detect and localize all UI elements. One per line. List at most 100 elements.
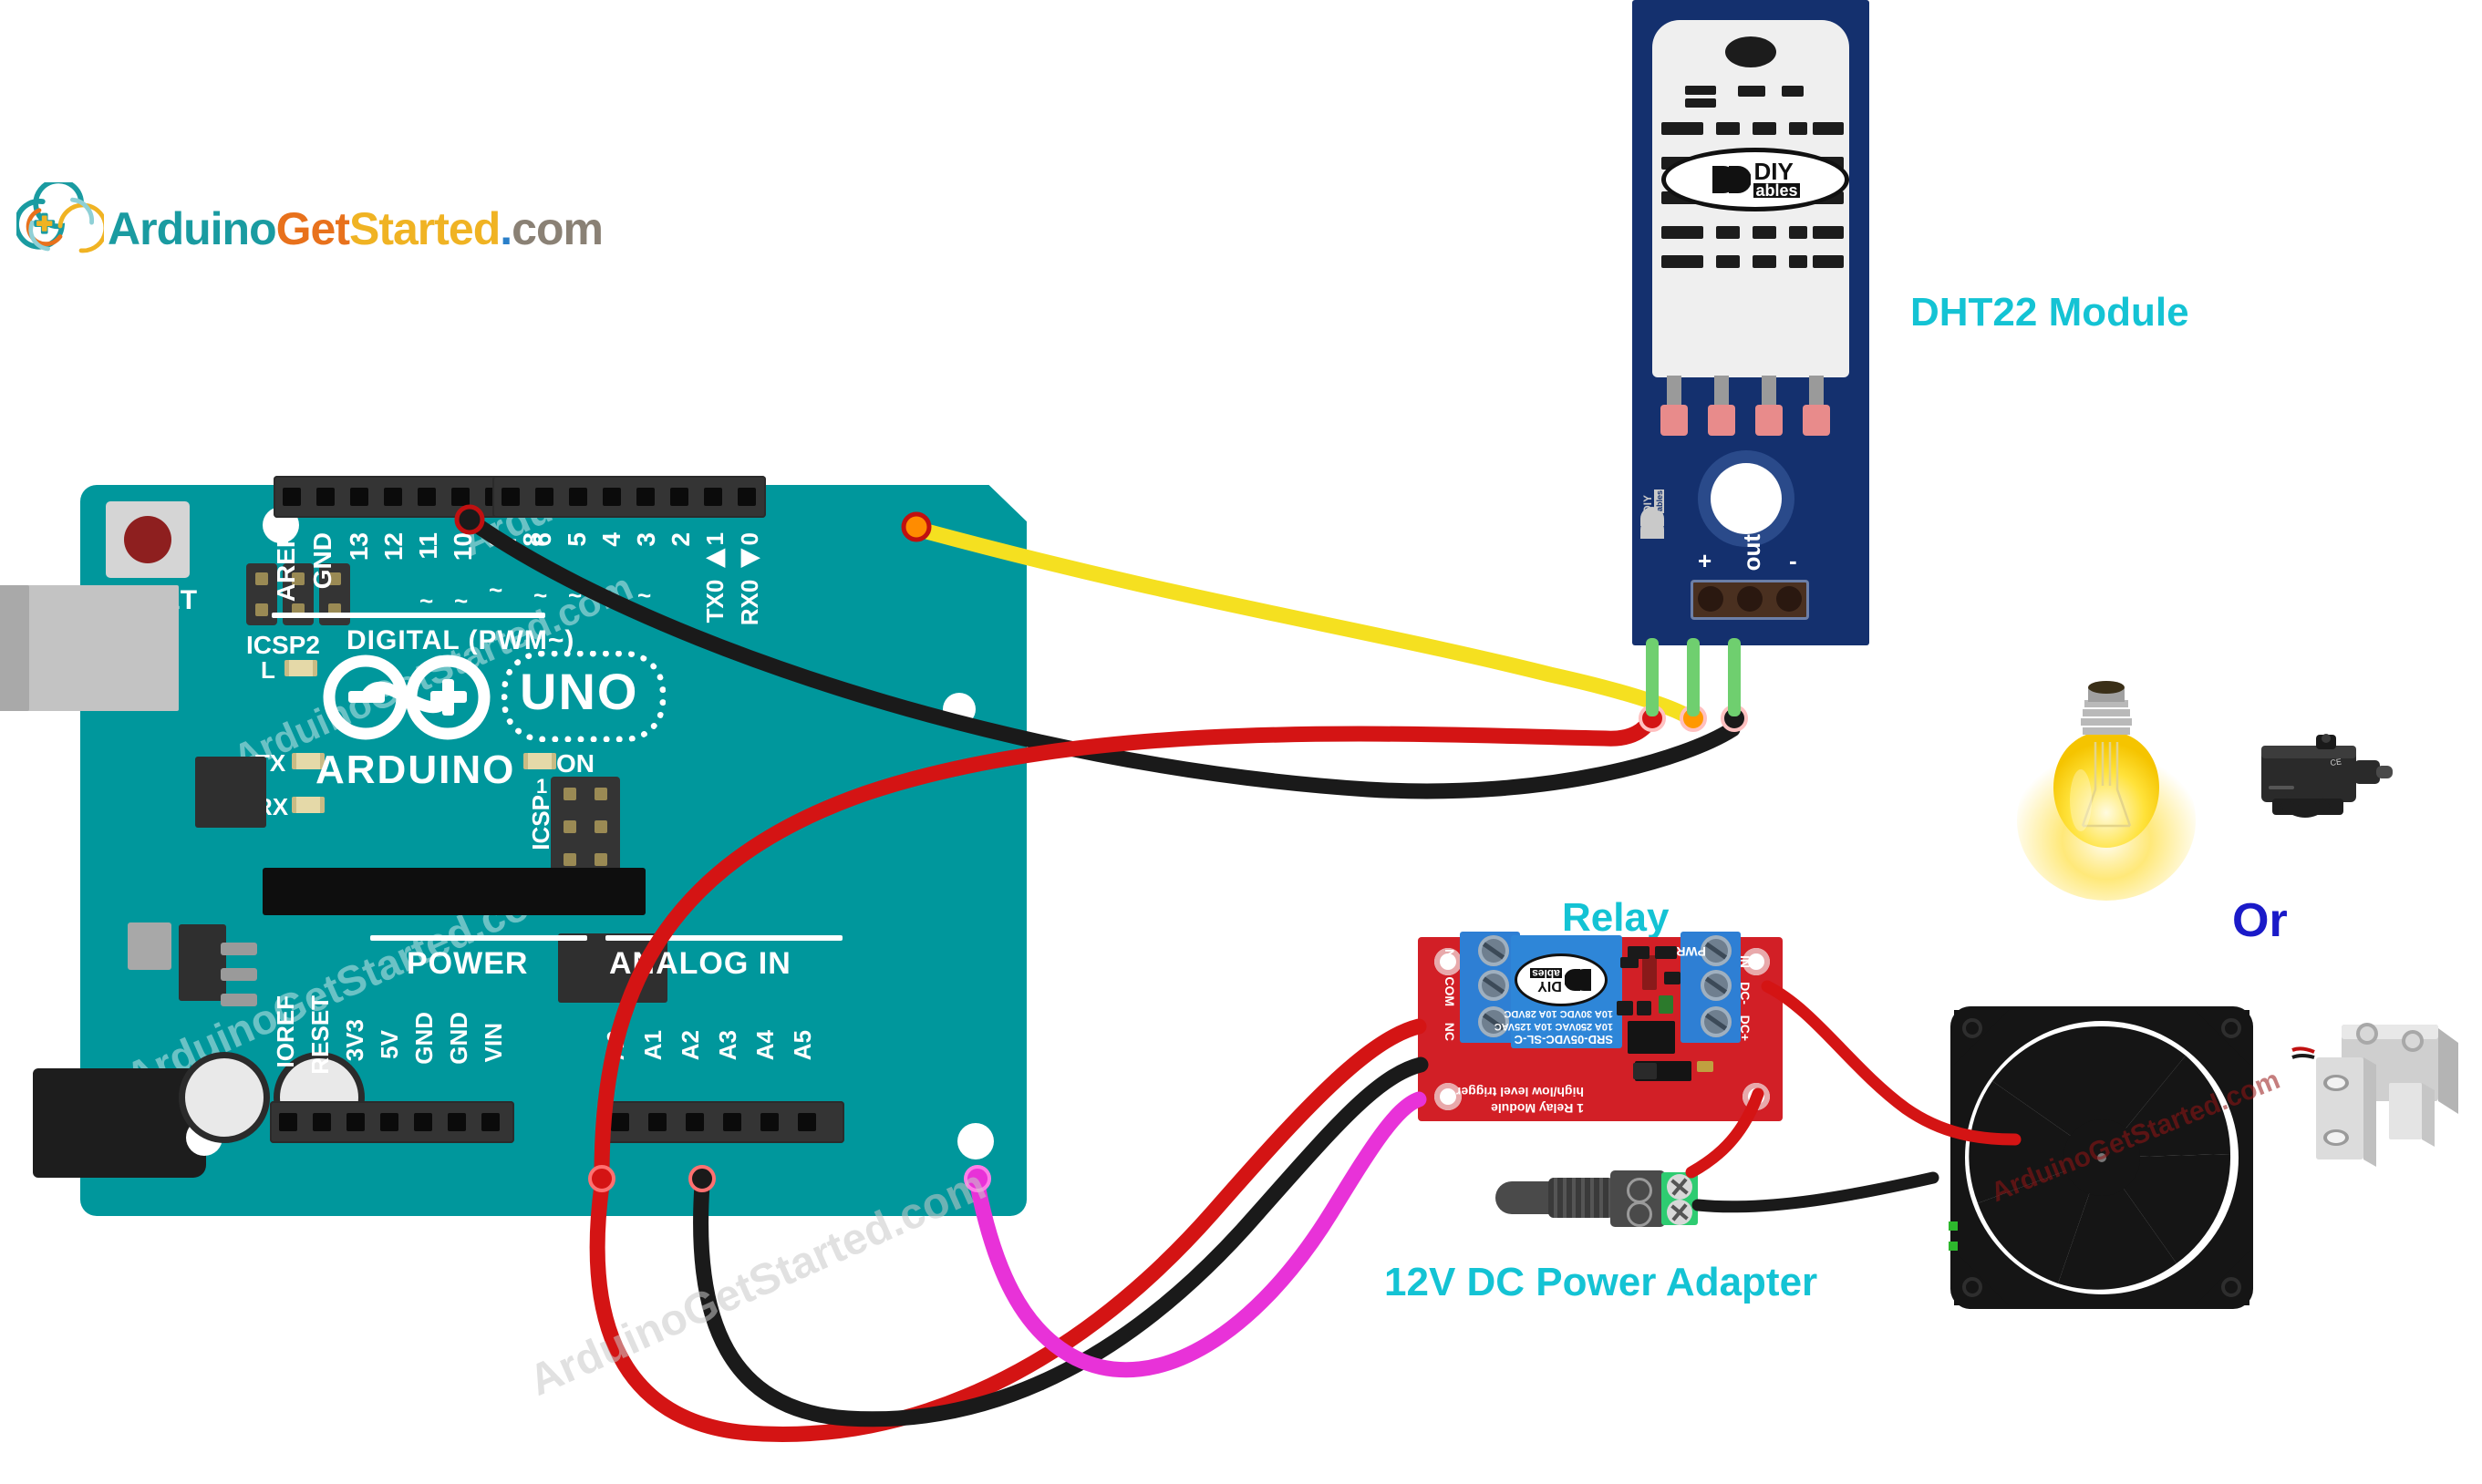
analog-header[interactable] [600,1101,844,1143]
digital-pin-label-4: 4 [597,532,626,547]
solenoid-lock [2289,1012,2471,1194]
diyables-logo-pcb: DIY ables [1633,482,1706,539]
dht22-pin-label-minus: - [1789,547,1797,574]
on-led-label: ON [556,749,595,778]
solder-dot-dht-out [1680,705,1707,732]
dc-jack-screw-plus[interactable] [1667,1174,1692,1200]
pwm-mark-10: ~ [454,587,469,614]
logo-word-get: Get [275,203,350,254]
icsp-label: ICSP [527,795,554,850]
dht22-module: DIY ables DIY ables + [1632,0,1869,645]
dht22-solder-pad-2 [1708,405,1735,436]
or-label: Or [2232,894,2288,947]
digital-pin-label-11: 11 [414,532,442,560]
relay-screw-com[interactable] [1478,970,1509,1001]
dht22-solder-pad-3 [1755,405,1783,436]
pwm-mark-11: ~ [419,587,434,614]
relay-title-line2: high/low level trigger [1455,1085,1584,1099]
water-pump-icon: CE [2261,734,2393,818]
svg-text:ables: ables [1655,490,1664,511]
reset-button[interactable] [106,501,190,578]
dht22-pin-label-out: out [1738,534,1765,572]
power-adapter-label: 12V DC Power Adapter [1384,1260,1818,1304]
power-pin-label-5v: 5V [376,1030,403,1059]
wire-a5-to-relay-in [969,1091,1427,1378]
power-pin-label-gnd-2: GND [445,1012,472,1065]
logo-word-started: Started [349,203,501,254]
relay-rating-2: 10A 30VDC 10A 28VDC [1504,1008,1613,1019]
relay-screw-no[interactable] [1478,935,1509,966]
analog-pin-label-a2: A2 [677,1030,704,1061]
logo-word-com: com [512,203,604,254]
relay-label: Relay [1562,895,1670,940]
digital-pin-label-12: 12 [379,532,408,562]
arduino-brand-text: ARDUINO [315,747,516,792]
aref-degree-mark: ° [279,525,285,541]
power-header[interactable] [270,1101,514,1143]
solder-dot-dht-plus [1639,705,1666,732]
wire-adapter-minus-to-load [1691,1171,1939,1213]
pwm-mark-9: ~ [489,576,503,603]
icsp-header[interactable] [551,777,620,877]
voltage-regulator [179,924,226,1001]
relay-screw-dcminus[interactable] [1701,970,1732,1001]
relay-terminal-label-dcminus: DC- [1738,982,1753,1005]
relay-screw-dcplus[interactable] [1701,1006,1732,1037]
svg-text:CE: CE [2330,757,2342,768]
analog-pin-label-a3: A3 [714,1030,741,1061]
capacitor-1 [179,1052,270,1143]
power-jack[interactable] [33,1068,206,1178]
diyables-relay-logo-bottom: ables [1530,967,1562,981]
logo-wordmark: ArduinoGetStarted.com [108,202,604,255]
dc-jack-screw-minus[interactable] [1667,1200,1692,1225]
atmega-ic [263,868,646,915]
diyables-logo-sensor: DIY ables [1661,148,1849,211]
dc-power-jack [1495,1165,1698,1232]
light-bulb [2015,675,2198,902]
site-logo: ArduinoGetStarted.com [16,182,604,283]
icsp2-header-col1[interactable] [246,563,277,625]
rx-led [292,797,325,813]
svg-text:DIY: DIY [1641,495,1654,513]
relay-module: 1 Relay Module high/low level trigger DC… [1418,932,1783,1121]
relay-terminal-label-in: IN [1738,955,1753,968]
relay-terminal-label-no: NO [1443,949,1457,968]
digital-header-right[interactable] [492,476,766,518]
dht22-pin-header[interactable] [1691,580,1809,620]
arduino-uno-board: ArduinoGetStarted.com ArduinoGetStarted.… [0,340,1027,1216]
mount-hole-3 [957,1123,994,1159]
l-led [284,660,317,676]
digital-pin-label-gnd: GND [308,532,336,590]
digital-pin-label-aref: AREF [272,532,300,603]
power-pin-label-reset: RESET [306,995,334,1075]
dht22-mount-hole [1711,463,1782,534]
icsp2-label: ICSP2 [246,631,320,659]
digital-pin-label-3: 3 [632,532,660,547]
dht22-solder-pad-4 [1803,405,1830,436]
usb-connector[interactable] [0,585,179,711]
analog-pin-label-a0: A0 [602,1030,629,1061]
power-pin-label-ioref: IOREF [272,995,299,1068]
dc-jack-screw-terminal[interactable] [1661,1172,1698,1225]
diyables-logo-bottom: ables [1753,180,1800,200]
relay-rating-1: 10A 250VAC 10A 125VAC [1494,1021,1613,1032]
relay-title-line1: 1 Relay Module [1491,1101,1584,1116]
digital-pin-label-6: 6 [528,532,556,547]
board-name: UNO [520,663,639,720]
tx-led [292,753,325,769]
dht22-solder-pad-1 [1660,405,1688,436]
dht22-pin-label-plus: + [1698,547,1712,574]
cooling-fan: ArduinoGetStarted.com [1947,1003,2284,1313]
analog-pin-label-a1: A1 [639,1030,667,1061]
digital-pin-label-13: 13 [345,532,373,562]
power-pin-label-vin: VIN [480,1023,507,1063]
usb-connector-lip [0,585,29,711]
power-pin-label-3v3: 3V3 [341,1019,368,1062]
on-led [523,753,556,769]
dht22-sensor-hole [1725,36,1776,67]
logo-word-arduino: Arduino [108,203,277,254]
analog-pin-label-a4: A4 [751,1030,779,1061]
power-header-label: POWER [407,946,529,981]
relay-part-number: SRD-05VDC-SL-C [1514,1033,1613,1046]
